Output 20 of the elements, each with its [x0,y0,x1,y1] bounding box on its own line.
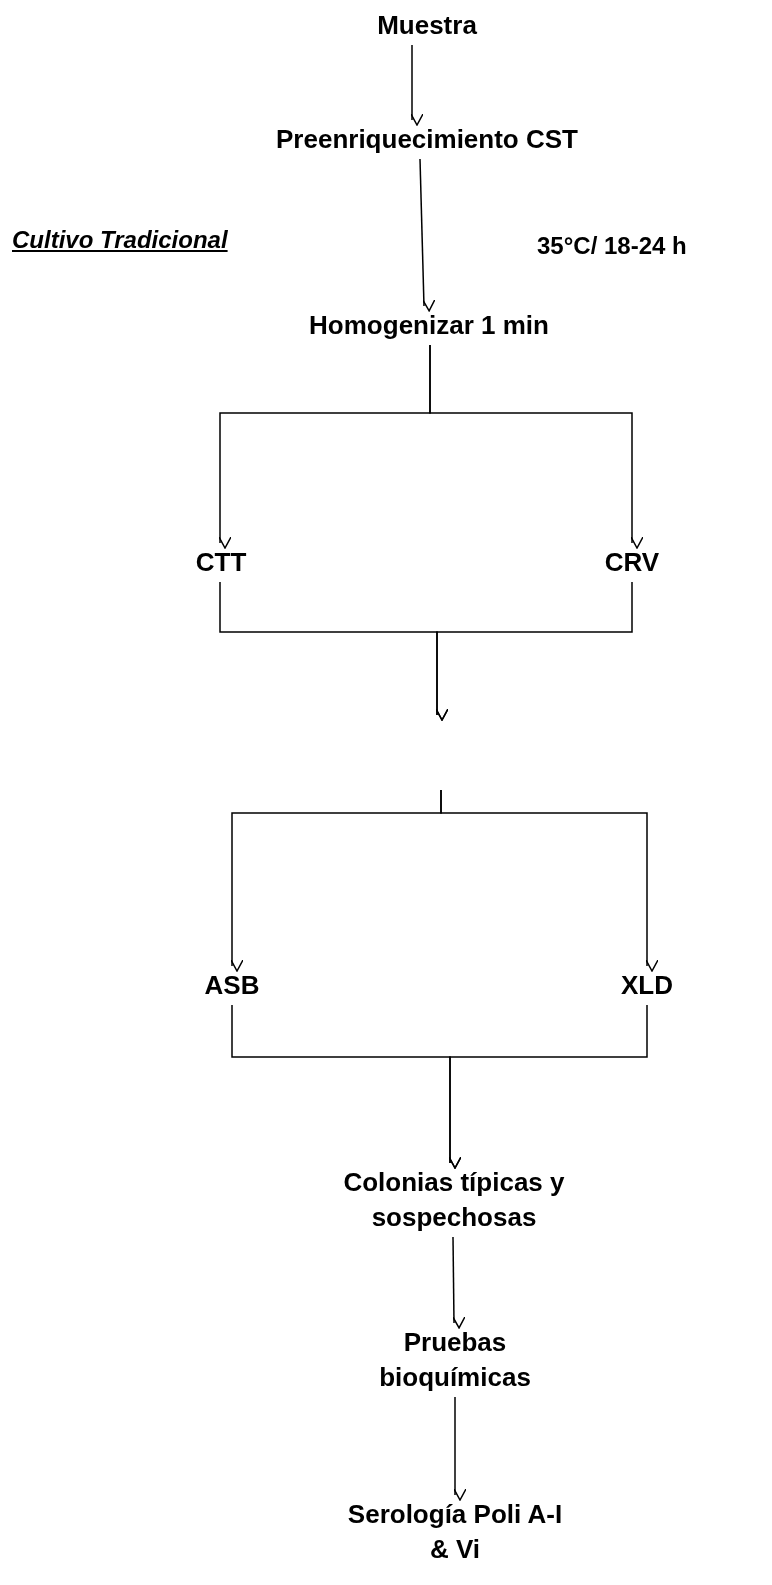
arrow [452,1236,466,1329]
step-text: CTT [195,545,247,580]
arrow [435,581,633,721]
arrow [440,789,659,972]
step-text: Colonias típicas y sospechosas [319,1165,589,1235]
arrow [448,1004,648,1169]
step-text: Serología Poli A-I & Vi [335,1497,575,1567]
step-text: Pruebas bioquímicas [355,1325,555,1395]
step-text: Homogenizar 1 min [309,308,549,343]
arrow [419,158,436,312]
step-text: Preenriquecimiento CST [267,122,587,157]
section-title: Cultivo Tradicional [12,225,228,255]
step-text: CRV [604,545,660,580]
arrow [453,1396,467,1501]
incubation-note: 35°C/ 18-24 h [537,231,687,261]
step-text: Muestra [377,8,477,43]
arrow [410,44,424,126]
arrow [429,344,644,549]
step-text: ASB [204,968,260,1003]
step-text: XLD [621,968,673,1003]
